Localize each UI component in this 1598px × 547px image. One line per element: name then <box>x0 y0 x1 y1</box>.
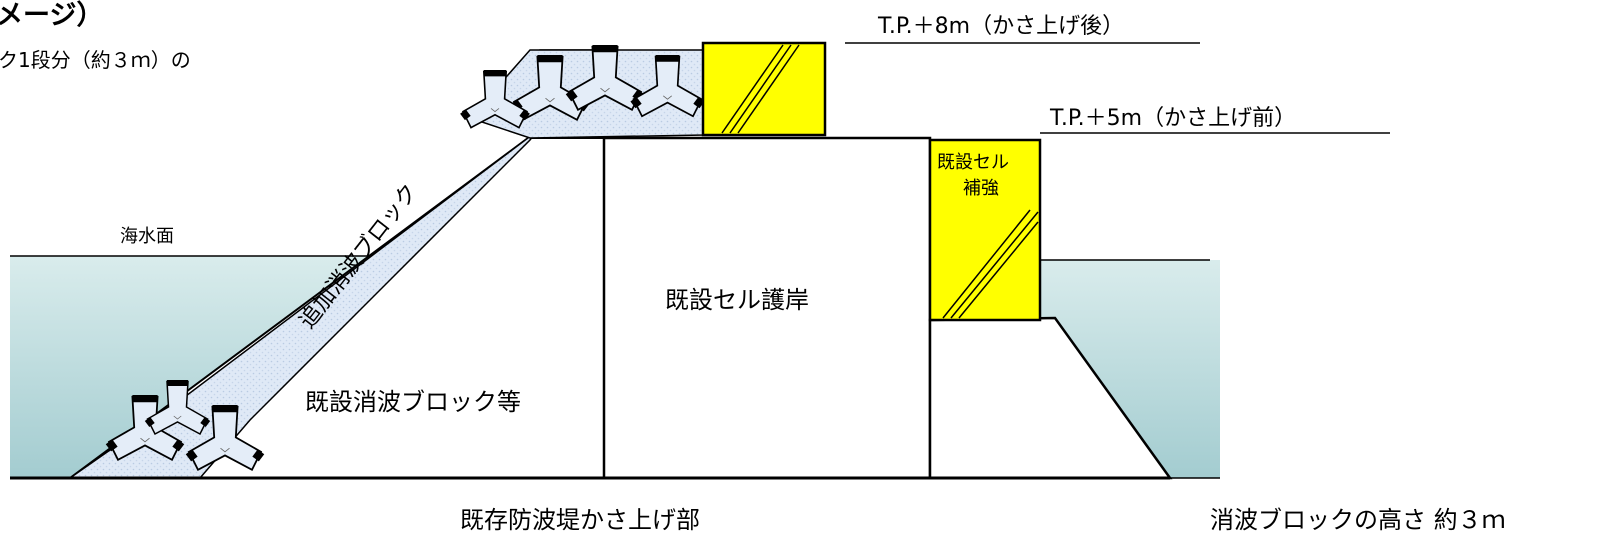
level-label-after: T.P.＋8m（かさ上げ後） <box>877 14 1124 39</box>
raised-section-caption: 既存防波堤かさ上げ部 <box>460 506 700 534</box>
level-label-before: T.P.＋5m（かさ上げ前） <box>1049 106 1296 131</box>
cell-reinforcement-label-1: 既設セル <box>937 152 1009 173</box>
crown-wall-raise <box>701 41 827 137</box>
existing-blocks-label: 既設消波ブロック等 <box>305 388 521 416</box>
sea-surface-label: 海水面 <box>120 226 174 247</box>
cell-reinforcement <box>928 138 1042 322</box>
title-fragment: メージ） <box>0 0 103 31</box>
subtitle-fragment: ク1段分（約３ｍ）の <box>0 48 191 72</box>
cell-reinforcement-label-2: 補強 <box>963 178 999 199</box>
block-height-caption: 消波ブロックの高さ 約３ｍ <box>1210 506 1506 534</box>
existing-cell-revetment-label: 既設セル護岸 <box>665 286 809 314</box>
